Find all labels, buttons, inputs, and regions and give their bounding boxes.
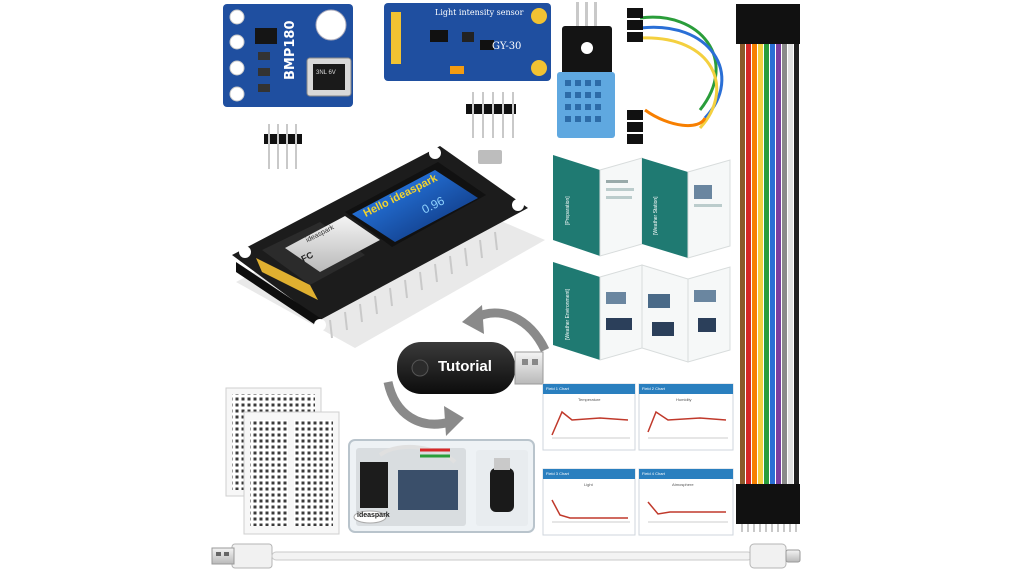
kit-storage-box <box>348 439 535 533</box>
chart-panel-3 <box>542 468 636 536</box>
usb-drive-label: Tutorial <box>438 358 492 375</box>
jumper-wires-small <box>627 8 724 144</box>
chart-1-title: Field 1 Chart <box>546 386 569 391</box>
chart-panel-2 <box>638 383 734 451</box>
chart-panel-4 <box>638 468 734 536</box>
chart-4-title: Field 4 Chart <box>642 471 665 476</box>
usb-drive <box>397 342 544 394</box>
pin-header-middle <box>466 92 516 138</box>
arrow-down-icon <box>383 380 464 436</box>
booklet-title-1: [Preparation] <box>565 196 571 225</box>
arrow-up-icon <box>462 305 550 353</box>
chart-2-title: Field 2 Chart <box>642 386 665 391</box>
tutorial-booklets <box>553 155 731 363</box>
booklet-title-2: [Weather Station] <box>653 196 659 235</box>
booklet-title-3: [Weather Environment] <box>565 288 571 340</box>
bmp180-module <box>223 4 353 107</box>
dupont-ribbon-cable <box>736 4 800 532</box>
gy30-model: GY-30 <box>492 41 522 52</box>
chart-panel-1 <box>542 383 636 451</box>
esp-oled-board <box>232 146 545 348</box>
bmp180-chip-text: 3NL 6V <box>316 70 336 76</box>
dht11-sensor <box>557 2 615 138</box>
bmp180-label: BMP180 <box>283 20 298 80</box>
mini-breadboard-front <box>243 411 340 535</box>
pin-header-left <box>264 124 302 169</box>
kit-box-brand: ideaspark <box>357 512 390 519</box>
chart-3-subtitle: Light <box>584 482 593 487</box>
usb-cable <box>211 543 801 569</box>
chart-1-subtitle: Temperature <box>578 397 601 402</box>
gy30-module <box>384 3 551 81</box>
chart-3-title: Field 3 Chart <box>546 471 569 476</box>
chart-2-subtitle: Humidity <box>676 397 692 402</box>
gy30-title: Light intensity sensor <box>435 8 524 17</box>
chart-4-subtitle: Atmosphere <box>672 482 694 487</box>
